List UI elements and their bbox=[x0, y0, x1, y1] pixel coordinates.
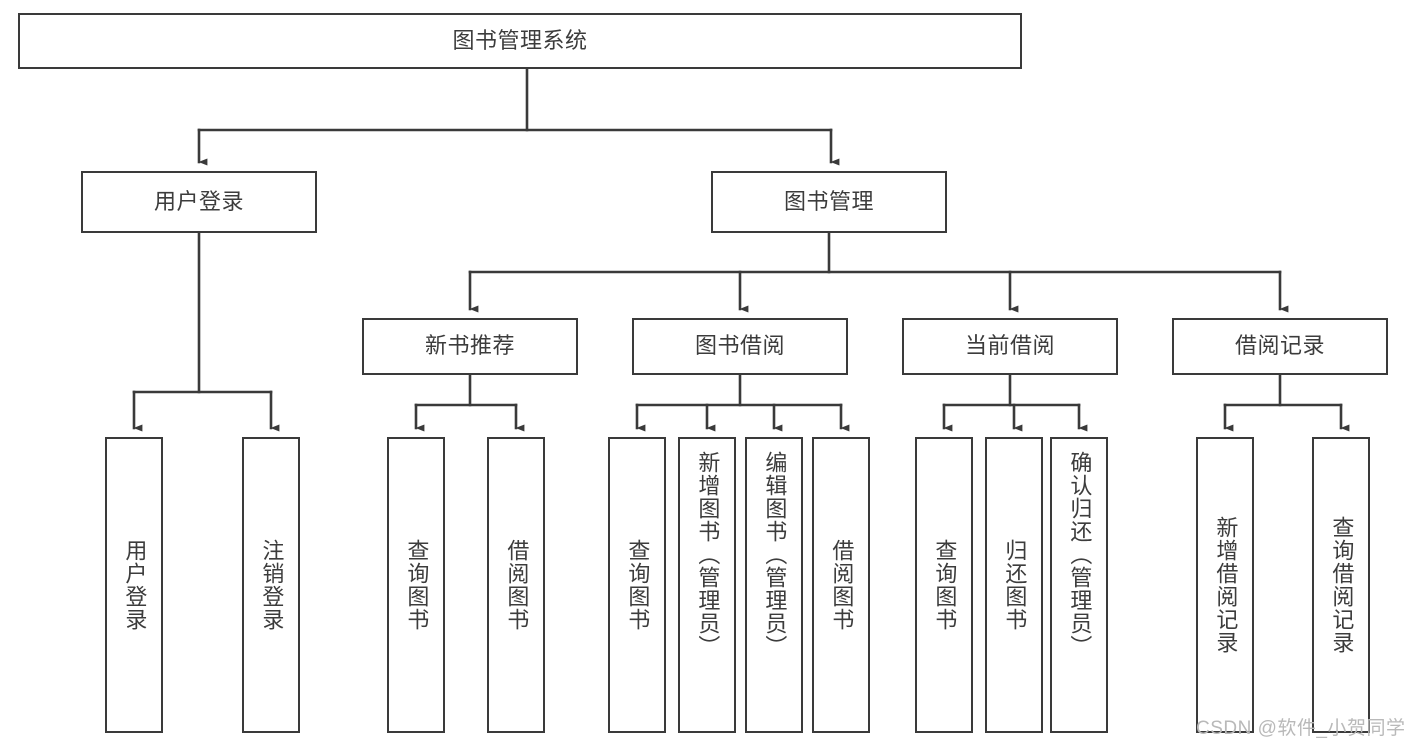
node-current-borrow[interactable]: 当前借阅 bbox=[902, 318, 1118, 375]
node-user-login[interactable]: 用户登录 bbox=[81, 171, 317, 233]
node-new-book-recommend[interactable]: 新书推荐 bbox=[362, 318, 578, 375]
node-book-borrow[interactable]: 图书借阅 bbox=[632, 318, 848, 375]
node-borrow-record-label: 借阅记录 bbox=[1234, 333, 1325, 359]
leaf-borrow-book[interactable]: 借阅图书 bbox=[812, 437, 870, 733]
leaf-query-book-recommend[interactable]: 查询图书 bbox=[387, 437, 445, 733]
node-book-manage[interactable]: 图书管理 bbox=[711, 171, 947, 233]
node-root-label: 图书管理系统 bbox=[452, 27, 588, 53]
node-user-login-label: 用户登录 bbox=[153, 188, 244, 214]
leaf-return-book[interactable]: 归还图书 bbox=[985, 437, 1043, 733]
leaf-add-book-admin[interactable]: 新增图书（管理员） bbox=[678, 437, 736, 733]
leaf-user-logout-label: 注销登录 bbox=[259, 539, 285, 631]
leaf-query-borrow-record[interactable]: 查询借阅记录 bbox=[1312, 437, 1370, 733]
leaf-user-login-label: 用户登录 bbox=[122, 539, 148, 631]
leaf-query-book-current-label: 查询图书 bbox=[932, 539, 958, 631]
leaf-query-book-borrow-label: 查询图书 bbox=[625, 539, 651, 631]
leaf-return-book-label: 归还图书 bbox=[1002, 539, 1028, 631]
leaf-query-book-borrow[interactable]: 查询图书 bbox=[608, 437, 666, 733]
node-root[interactable]: 图书管理系统 bbox=[18, 13, 1022, 69]
leaf-edit-book-admin-label: 编辑图书（管理员） bbox=[762, 451, 788, 658]
leaf-edit-book-admin[interactable]: 编辑图书（管理员） bbox=[745, 437, 803, 733]
node-new-book-recommend-label: 新书推荐 bbox=[424, 333, 515, 359]
leaf-query-borrow-record-label: 查询借阅记录 bbox=[1329, 516, 1355, 654]
leaf-borrow-book-label: 借阅图书 bbox=[829, 539, 855, 631]
leaf-add-book-admin-label: 新增图书（管理员） bbox=[695, 451, 721, 658]
node-borrow-record[interactable]: 借阅记录 bbox=[1172, 318, 1388, 375]
leaf-query-book-current[interactable]: 查询图书 bbox=[915, 437, 973, 733]
leaf-query-book-recommend-label: 查询图书 bbox=[404, 539, 430, 631]
leaf-borrow-book-recommend-label: 借阅图书 bbox=[504, 539, 530, 631]
leaf-user-logout[interactable]: 注销登录 bbox=[242, 437, 300, 733]
leaf-user-login[interactable]: 用户登录 bbox=[105, 437, 163, 733]
leaf-add-borrow-record-label: 新增借阅记录 bbox=[1213, 516, 1239, 654]
leaf-add-borrow-record[interactable]: 新增借阅记录 bbox=[1196, 437, 1254, 733]
leaf-confirm-return-admin[interactable]: 确认归还（管理员） bbox=[1050, 437, 1108, 733]
node-book-borrow-label: 图书借阅 bbox=[694, 333, 785, 359]
node-current-borrow-label: 当前借阅 bbox=[964, 333, 1055, 359]
csdn-watermark: CSDN @软件_小贺同学 bbox=[1196, 718, 1405, 739]
leaf-confirm-return-admin-label: 确认归还（管理员） bbox=[1067, 451, 1093, 658]
leaf-borrow-book-recommend[interactable]: 借阅图书 bbox=[487, 437, 545, 733]
node-book-manage-label: 图书管理 bbox=[783, 188, 874, 214]
